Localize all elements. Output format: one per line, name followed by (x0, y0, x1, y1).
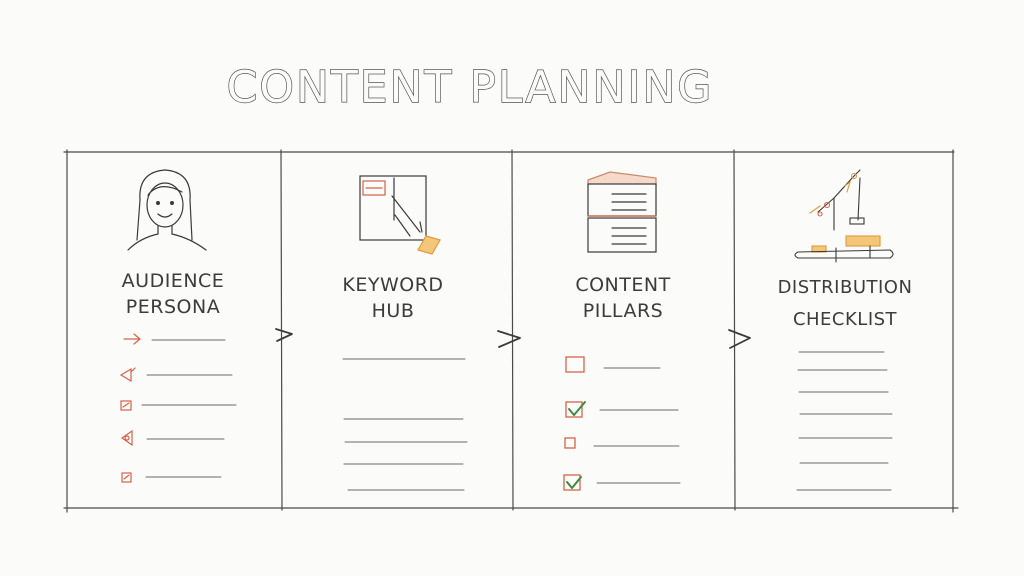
column-label-audience: AUDIENCE PERSONA (98, 268, 248, 320)
divider-3 (733, 149, 736, 511)
item-icon-1 (123, 333, 141, 345)
label-line-1: AUDIENCE (121, 270, 225, 292)
stacked-pillars-icon (587, 171, 657, 253)
item-icon-4 (120, 429, 133, 447)
checkbox-2 (565, 401, 583, 418)
label-line-2: HUB (371, 300, 415, 322)
divider-2 (511, 149, 514, 511)
checkbox-3 (564, 437, 576, 449)
checkbox-4 (563, 474, 581, 491)
keyword-card-icon (359, 175, 441, 255)
checkbox-1 (565, 356, 585, 373)
distribution-network-icon (794, 169, 894, 263)
label-line-1: KEYWORD (342, 274, 444, 296)
label-line-2: CHECKLIST (792, 309, 898, 330)
label-line-1: CONTENT (575, 274, 671, 296)
item-icon-3 (120, 400, 132, 411)
item-icon-2 (119, 367, 136, 383)
arrow-3-icon (728, 329, 751, 349)
arrow-2-icon (497, 330, 521, 348)
column-label-distribution: DISTRIBUTION CHECKLIST (770, 272, 920, 336)
pillar-list-lines (593, 367, 681, 484)
label-line-1: DISTRIBUTION (777, 277, 913, 298)
column-label-pillars: CONTENT PILLARS (548, 272, 698, 324)
persona-item-icons (119, 333, 141, 483)
label-line-2: PILLARS (582, 300, 664, 322)
label-line-2: PERSONA (125, 296, 221, 318)
pillar-checkmarks (566, 401, 586, 489)
keyword-list-lines (342, 358, 468, 491)
arrow-1-icon (275, 328, 293, 342)
pillar-checkboxes (563, 356, 585, 491)
item-icon-5 (121, 472, 132, 483)
page-title: CONTENT PLANNING (226, 61, 714, 113)
check-icon (566, 476, 582, 489)
check-icon (568, 401, 586, 416)
column-label-keyword: KEYWORD HUB (318, 272, 468, 324)
persona-icon (127, 169, 207, 251)
distribution-list-lines (796, 351, 893, 491)
persona-list-lines (141, 339, 237, 478)
